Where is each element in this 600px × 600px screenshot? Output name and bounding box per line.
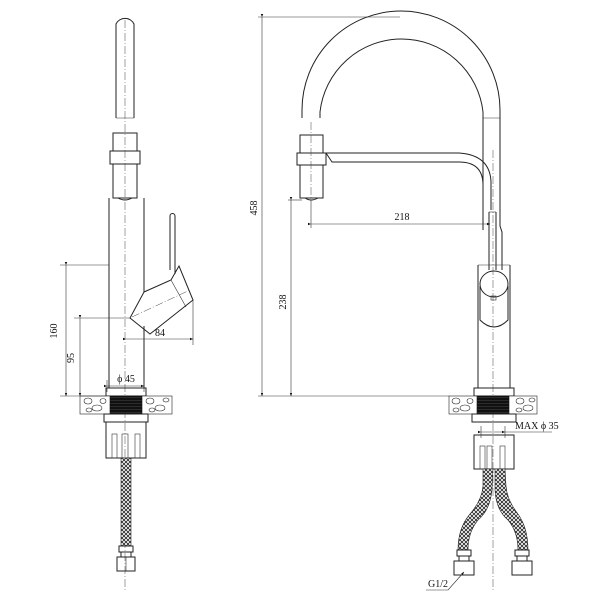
mounting-thread [476, 395, 510, 415]
dim-g12: G1/2 [428, 579, 448, 590]
dim-84: 84 [155, 328, 165, 339]
hose-nut-left [453, 560, 475, 576]
spout-arch-outer [301, 10, 501, 118]
faucet-body [108, 198, 145, 388]
dim-458: 458 [249, 201, 260, 216]
spout-arch-inner [319, 38, 484, 118]
dim-218: 218 [395, 212, 410, 223]
dim-160: 160 [49, 324, 60, 339]
hose-nut-right [511, 560, 533, 576]
dim-95: 95 [66, 353, 77, 363]
dim-phi45: ϕ 45 [117, 374, 135, 385]
hose [120, 457, 132, 547]
handle [479, 270, 509, 298]
hose-right [494, 468, 529, 551]
handle [129, 264, 194, 335]
front-view: 458 238 218 MAX ϕ 35 G1/2 [249, 10, 559, 591]
mounting-nut [473, 434, 515, 470]
mounting-thread [109, 395, 143, 415]
dim-max-phi35: MAX ϕ 35 [515, 421, 559, 432]
faucet-body [477, 265, 511, 388]
spout-tube [115, 17, 135, 118]
handle-lever [169, 213, 176, 274]
side-view: 160 95 84 ϕ 45 [49, 17, 194, 590]
hose-left [457, 468, 494, 551]
dim-238: 238 [278, 295, 289, 310]
